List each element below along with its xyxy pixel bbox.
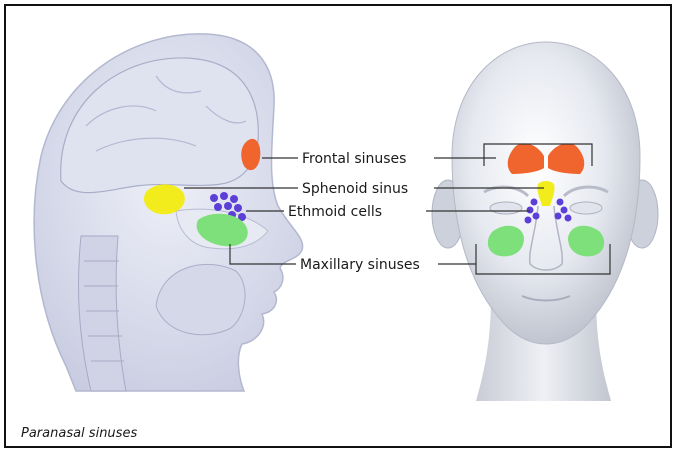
frontal-face	[432, 42, 658, 401]
label-maxillary-sinuses: Maxillary sinuses	[300, 257, 420, 273]
sagittal-head	[34, 34, 303, 391]
sinus-diagram: Frontal sinuses Sphenoid sinus Ethmoid c…	[6, 6, 670, 446]
label-sphenoid-sinus: Sphenoid sinus	[302, 181, 408, 197]
label-ethmoid-cells: Ethmoid cells	[288, 204, 382, 220]
figure-caption: Paranasal sinuses	[21, 426, 137, 441]
figure-frame: Frontal sinuses Sphenoid sinus Ethmoid c…	[4, 4, 672, 448]
sphenoid-sinus-side	[144, 184, 185, 214]
label-frontal-sinuses: Frontal sinuses	[302, 151, 406, 167]
